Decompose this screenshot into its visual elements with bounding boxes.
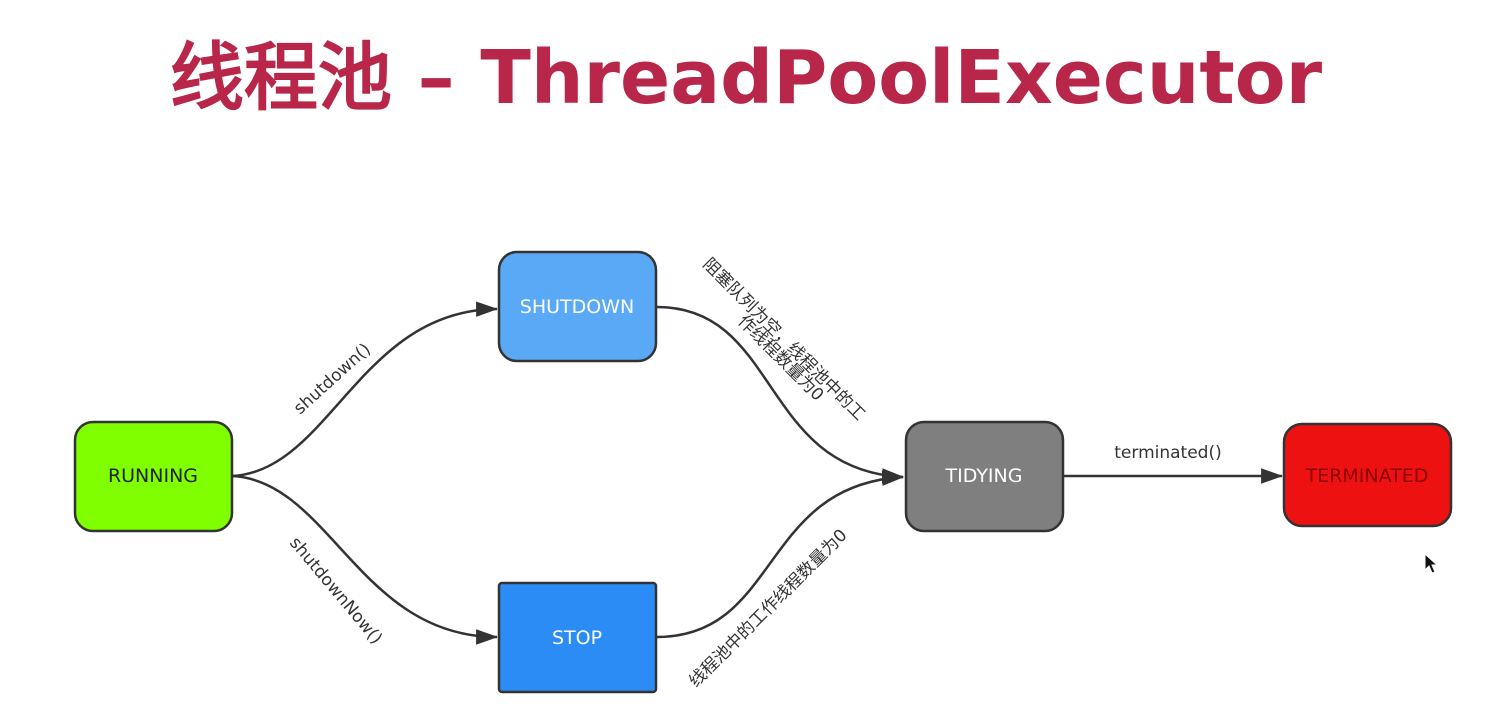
- node-tidying-label: TIDYING: [945, 465, 1023, 487]
- node-terminated-box: [1282, 422, 1453, 528]
- node-terminated: TERMINATED: [1282, 422, 1453, 528]
- node-shutdown-box: [497, 250, 658, 363]
- edge-label-terminated: terminated(): [1114, 443, 1221, 463]
- node-stop-label: STOP: [552, 627, 602, 649]
- edge-label-queue-empty-line1: 阻塞队列为空，线程池中的工: [698, 254, 868, 424]
- node-shutdown: SHUTDOWN: [497, 250, 658, 363]
- edge-label-workers-zero: 线程池中的工作线程数量为0: [685, 525, 851, 691]
- page-title: 线程池 – ThreadPoolExecutor: [169, 35, 1323, 121]
- node-tidying: TIDYING: [904, 420, 1065, 533]
- edge-label-shutdown-now: shutdownNow(): [285, 533, 386, 648]
- node-tidying-box: [904, 420, 1065, 533]
- mouse-pointer-icon: [1424, 553, 1439, 574]
- edge-shutdown-to-tidying: [656, 305, 905, 484]
- edge-running-to-stop: [232, 474, 499, 645]
- node-running-label: RUNNING: [108, 465, 198, 487]
- node-terminated-label: TERMINATED: [1305, 465, 1429, 487]
- node-stop: STOP: [497, 581, 658, 694]
- node-shutdown-label: SHUTDOWN: [520, 296, 634, 318]
- node-stop-box: [497, 581, 658, 694]
- node-running: RUNNING: [73, 420, 234, 533]
- edge-stop-to-tidying: [656, 470, 905, 639]
- edge-running-to-shutdown: [232, 301, 499, 478]
- node-running-box: [73, 420, 234, 533]
